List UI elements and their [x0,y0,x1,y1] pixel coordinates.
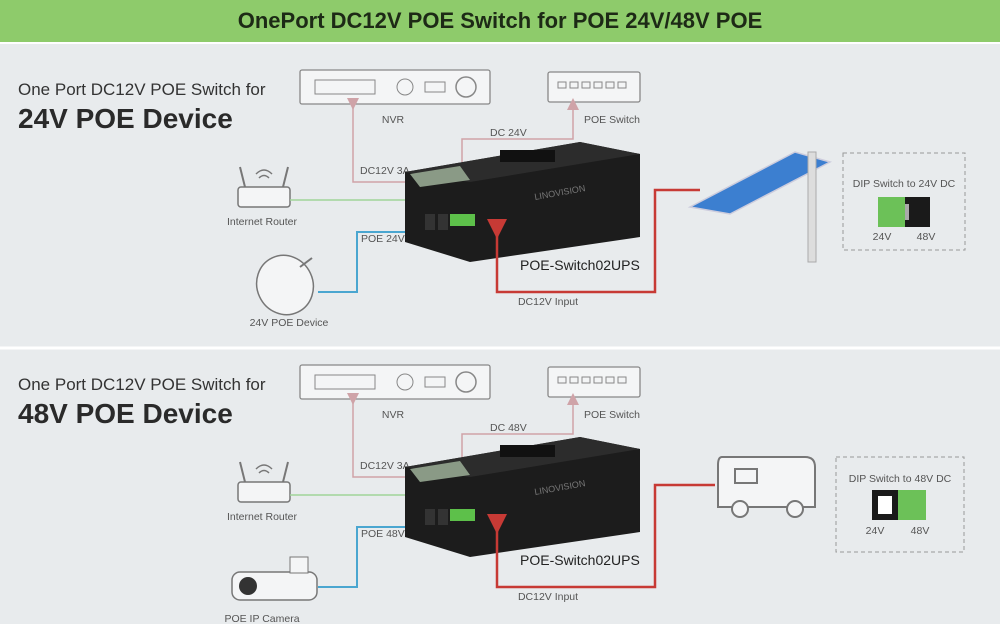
poe-switch02ups-device [405,437,640,557]
router-icon [237,461,291,503]
model-label: POE-Switch02UPS [520,257,640,273]
poe-out-label: POE 48V [361,528,405,540]
nvr-icon [299,364,491,400]
router-icon [237,166,291,208]
poe-switch02ups-device [405,142,640,262]
nvr-label: NVR [382,409,405,421]
camper-van-icon [717,456,816,518]
poe-switch-icon [547,366,641,398]
input-line [487,483,715,589]
solar-panel-icon [687,151,833,263]
panel-24v: One Port DC12V POE Switch for 24V POE De… [18,69,966,329]
poe-device-icon [255,254,315,316]
dip-right-label: 48V [917,231,936,243]
model-label: POE-Switch02UPS [520,552,640,568]
router-label: Internet Router [227,216,298,228]
diagram: One Port DC12V POE Switch for 24V POE De… [0,69,1000,624]
dip-switch-icon [878,197,930,227]
dip-title: DIP Switch to 48V DC [849,473,952,485]
panel-title: 48V POE Device [18,398,233,429]
poe-line [318,231,405,293]
ip-camera-icon [231,556,318,601]
dc12v-line [347,393,405,478]
poe-out-label: POE 24V [361,233,405,245]
header-banner: OnePort DC12V POE Switch for POE 24V/48V… [0,0,1000,44]
dip-title: DIP Switch to 24V DC [853,178,956,190]
dip-switch-box [835,456,965,553]
dip-left-label: 24V [873,231,892,243]
poe-device-label: POE IP Camera [224,613,299,624]
poe-line [318,526,405,588]
poe-device-label: 24V POE Device [250,317,329,329]
nvr-icon [299,69,491,105]
nvr-label: NVR [382,114,405,126]
poe-switch-label: POE Switch [584,114,640,126]
panel-title: 24V POE Device [18,103,233,134]
input-label: DC12V Input [518,296,578,308]
input-label: DC12V Input [518,591,578,603]
router-label: Internet Router [227,511,298,523]
dc-out-line [461,393,579,457]
panel-subtitle: One Port DC12V POE Switch for [18,375,266,394]
dip-switch-box [842,152,966,251]
poe-switch-icon [547,71,641,103]
dip-switch-icon [872,490,926,520]
dc-out-label: DC 48V [490,422,527,434]
panel-subtitle: One Port DC12V POE Switch for [18,80,266,99]
page-title: OnePort DC12V POE Switch for POE 24V/48V… [237,8,763,33]
dc12v-3a-label: DC12V 3A [360,165,410,177]
dc12v-3a-label: DC12V 3A [360,460,410,472]
dip-left-label: 24V [866,525,885,537]
dc12v-line [347,98,405,183]
input-line [487,188,700,294]
poe-switch-label: POE Switch [584,409,640,421]
dc-out-line [461,98,579,162]
dc-out-label: DC 24V [490,127,527,139]
panel-48v: One Port DC12V POE Switch for 48V POE De… [18,364,965,624]
dip-right-label: 48V [911,525,930,537]
